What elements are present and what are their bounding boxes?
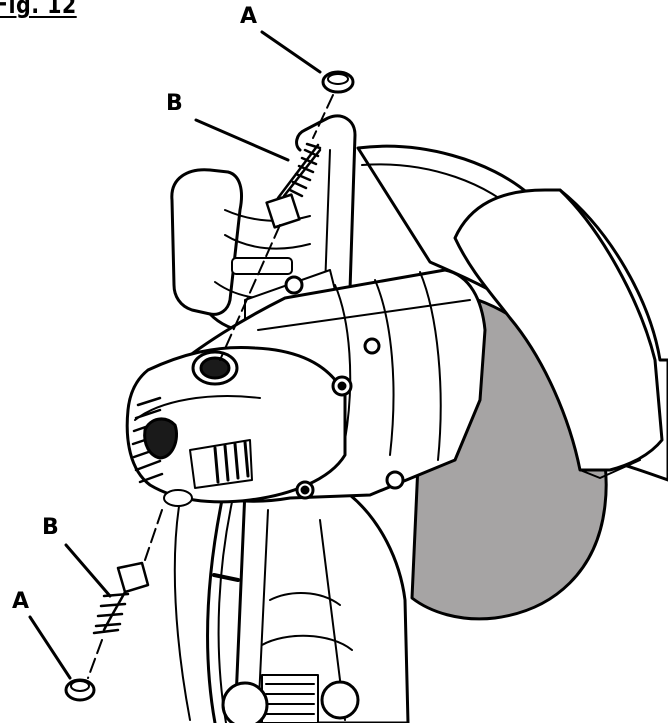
- end-cap-center-boss: [143, 417, 178, 460]
- leader-a-bottom: [28, 615, 72, 680]
- rear-vents: [213, 440, 250, 484]
- saw-arm: [233, 488, 410, 723]
- power-cord-inner: [217, 501, 233, 723]
- motor-housing-band: [334, 284, 352, 441]
- housing-screw-1-center: [337, 381, 347, 391]
- power-cord: [205, 498, 224, 723]
- motor-end-cap: [125, 345, 347, 504]
- handle-inner-frame-2: [224, 234, 311, 250]
- figure-title: Fig. 12: [0, 0, 77, 19]
- lower-brush-port: [163, 489, 193, 507]
- leader-b-top: [194, 118, 290, 162]
- arm-slot-2: [261, 634, 353, 651]
- callout-b-brush-bottom: B: [42, 515, 59, 540]
- upper-alignment-line: [219, 94, 334, 361]
- lower-brush-cap-top: [70, 680, 90, 692]
- arm-slot: [269, 592, 341, 606]
- leader-a-top: [260, 30, 322, 74]
- pivot-knob-2: [320, 680, 360, 720]
- motor-housing-band-3: [419, 271, 442, 461]
- upper-brush-cap-top: [327, 73, 349, 85]
- cord-clip: [212, 573, 240, 582]
- lower-motor-brush: [92, 561, 150, 635]
- spring-coils: [265, 683, 315, 715]
- arm-rib-left: [257, 509, 269, 721]
- callout-a-brush-cap-bottom: A: [12, 589, 30, 614]
- housing-screw-4: [363, 337, 381, 355]
- pivot-spring: [261, 674, 319, 723]
- upper-brush-port-hole: [199, 356, 231, 380]
- housing-screw-3: [284, 275, 304, 295]
- handle-inner-frame-3: [224, 209, 311, 222]
- rear-fence-arc: [173, 499, 191, 721]
- motor-housing-ridge: [257, 299, 471, 331]
- end-cap-rim: [134, 395, 261, 421]
- lower-alignment-line: [87, 509, 163, 679]
- leader-b-bottom: [64, 543, 112, 598]
- handle-left-grip: [170, 168, 243, 316]
- pivot-knob: [221, 681, 269, 723]
- front-blade-guard: [453, 188, 664, 472]
- callout-a-brush-cap-top: A: [240, 4, 258, 29]
- motor-housing-band-2: [374, 279, 395, 456]
- housing-screw-5: [385, 470, 405, 490]
- front-guard-edge: [579, 459, 641, 479]
- upper-motor-brush: [265, 142, 322, 229]
- callout-b-brush-top: B: [166, 91, 183, 116]
- housing-screw-2-center: [300, 485, 310, 495]
